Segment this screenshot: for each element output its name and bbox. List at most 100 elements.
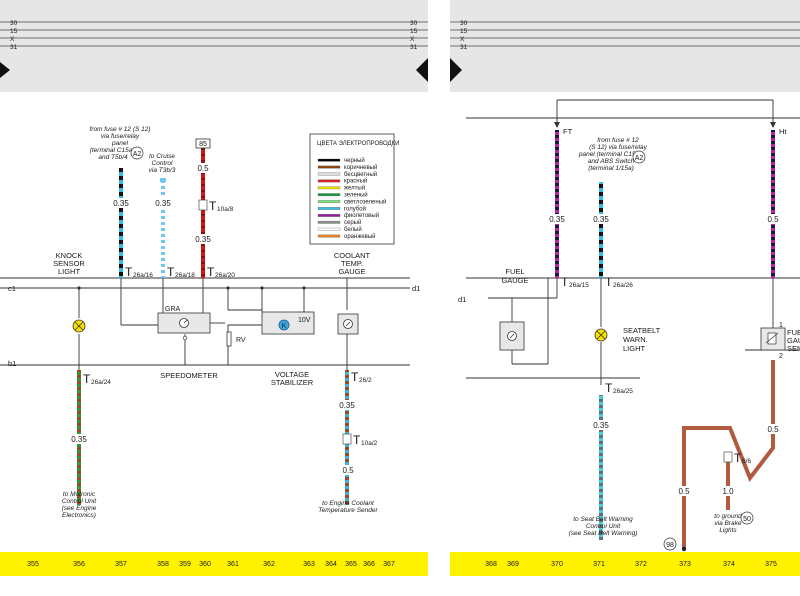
header-row-label: 15 [410,28,418,35]
wire-size: 0.5 [197,164,209,173]
terminal-label: T 10a/8 [198,199,234,213]
terminal-label: T 26a/26 [605,275,633,289]
legend-label: бесцветный [344,171,377,178]
fuse-box [195,138,211,149]
header-row-label: X [10,36,15,43]
legend-swatch [317,165,341,169]
terminal-label: T 26a/25 [605,381,633,395]
legend-label: красный [344,178,367,185]
svg-text:26a/16: 26a/16 [133,272,153,279]
warning-lamp-icon [72,319,86,333]
legend-title: ЦВЕТА ЭЛЕКТРОПРОВОДКИ [317,141,399,147]
component-label: WARN. [623,335,648,344]
component-label: FUEL [505,267,524,276]
ref-circle [740,511,754,525]
legend-item: красный [317,178,367,185]
ref-label: 50 [743,516,751,523]
wire-size: 0.35 [339,401,355,410]
legend-swatch [317,234,341,238]
note-line: (see Engine [62,505,97,512]
fuel-gauge-box [499,321,525,351]
note-line: to Cruise [149,153,175,160]
wire [555,130,559,278]
header-row-label: 15 [460,28,468,35]
wire [119,168,123,278]
legend-swatch [317,200,341,203]
component-label: SEATBELT [623,326,661,335]
bus-label-b1: b1 [8,359,16,368]
svg-text:10a/2: 10a/2 [361,440,378,447]
component-label: KNOCK [56,251,83,260]
svg-text:10a/8: 10a/8 [217,206,234,213]
arrow-down-icon [554,122,560,128]
header-row-label: X [410,36,415,43]
junction-dot [226,286,230,290]
legend-swatch [317,186,341,190]
ref-label: A2 [133,151,142,158]
prev-arrow-icon[interactable] [450,58,462,82]
svg-text:26a/15: 26a/15 [569,282,589,289]
wire-size: 0.5 [767,425,779,434]
prev-arrow-icon[interactable] [0,62,10,78]
wire [599,182,603,278]
note-line: (S 12) via fuse/relay [589,144,648,151]
terminal-label: T 26a/16 [125,265,153,279]
wire-size: 0.5 [678,487,690,496]
header-row-label: X [460,36,465,43]
header-row-label: 15 [10,28,18,35]
wire-size: 0.5 [767,215,779,224]
wire [771,130,775,278]
wire-size: 0.35 [593,215,609,224]
svg-text:T: T [207,265,215,279]
legend-swatch [317,207,341,210]
junction-dot [302,286,306,290]
terminal-label: T 26a/24 [83,372,111,386]
wire-size: 0.35 [113,199,129,208]
note-line: to Motronic [63,491,96,498]
bus-label-d1: d1 [412,284,420,293]
junction-dot [77,286,81,290]
legend-item: черный [317,157,365,164]
svg-text:26/2: 26/2 [359,377,372,384]
column-number: 373 [679,561,691,568]
wire [599,395,603,540]
column-number: 367 [383,561,395,568]
legend-item: коричневый [317,164,377,171]
note-line: Control Unit [586,523,622,530]
ref-label: A2 [635,155,644,162]
legend-label: желтый [344,185,365,192]
svg-text:T: T [125,265,133,279]
column-number: 368 [485,561,497,568]
svg-text:T: T [83,372,91,386]
next-arrow-icon[interactable] [416,58,428,82]
legend-label: зеленый [344,192,368,199]
svg-text:26a/24: 26a/24 [91,379,111,386]
component-label: VOLTAGE [275,370,309,379]
legend-item: желтый [317,185,365,192]
legend-item: голубой [317,205,366,212]
component-label: TEMP. [341,259,363,268]
legend-swatch [317,172,341,176]
component-label: SENSOR [53,259,85,268]
wire-color-legend: ЦВЕТА ЭЛЕКТРОПРОВОДКИ черныйкоричневыйбе… [309,133,399,245]
note-line: (see Seat Belt Warning) [569,530,638,537]
rv-label: RV [236,337,246,344]
column-number: 365 [345,561,357,568]
pin-icon [182,335,188,341]
column-number: 360 [199,561,211,568]
column-number: 357 [115,561,127,568]
legend-swatch [317,193,341,197]
header-row-label: 31 [10,44,18,51]
gauge-icon [179,318,189,328]
ref-label: 98 [666,542,674,549]
legend-item: серый [317,219,361,226]
gauge-icon [343,319,353,329]
header-row-label: 30 [10,20,18,27]
legend-label: фиолетовый [344,212,379,219]
svg-text:T: T [351,370,359,384]
column-number: 366 [363,561,375,568]
wire-size-labels-right: 0.35 0.35 0.5 0.35 0.5 0.5 1.0 [546,214,782,496]
column-number: 375 [765,561,777,568]
junction-dot [681,546,687,552]
